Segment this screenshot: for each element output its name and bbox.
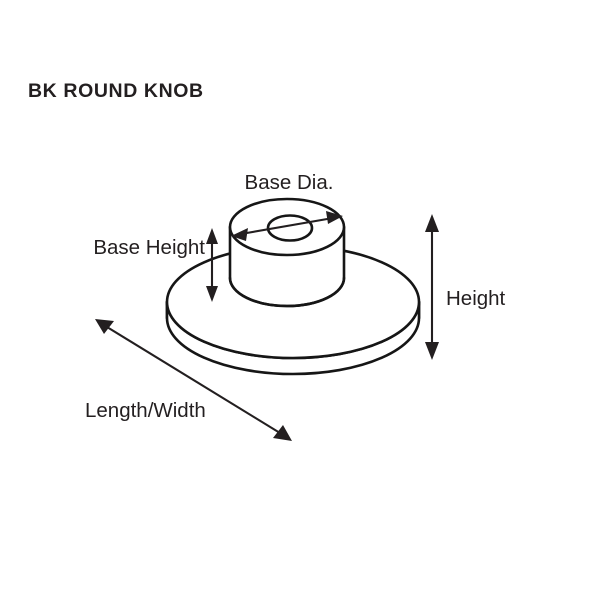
- page-title: BK ROUND KNOB: [28, 80, 204, 102]
- base-dia-arrowhead-right: [326, 211, 343, 224]
- center-hole: [266, 214, 314, 242]
- boss-cylinder-base-arc: [228, 276, 346, 308]
- dimension-length-width: Length/Width: [85, 319, 292, 441]
- base-dia-arrowhead-left: [231, 228, 248, 241]
- height-arrowhead-bottom: [425, 342, 439, 360]
- base-height-arrowhead-top: [206, 228, 218, 244]
- base-dia-leader-line: [240, 216, 334, 236]
- height-label: Height: [446, 287, 506, 310]
- length-width-arrowhead-upper-left: [95, 319, 114, 334]
- base-height-arrowhead-bottom: [206, 286, 218, 302]
- dimension-height: Height: [425, 214, 506, 360]
- knob-body: [165, 197, 421, 376]
- dimension-base-height: Base Height: [93, 228, 218, 302]
- height-arrowhead-top: [425, 214, 439, 232]
- dimension-base-dia: Base Dia.: [231, 171, 343, 241]
- base-height-label: Base Height: [93, 236, 205, 259]
- length-width-leader-line: [106, 326, 281, 434]
- base-dia-label: Base Dia.: [245, 171, 334, 194]
- length-width-label: Length/Width: [85, 399, 206, 422]
- length-width-arrowhead-lower-right: [273, 425, 292, 441]
